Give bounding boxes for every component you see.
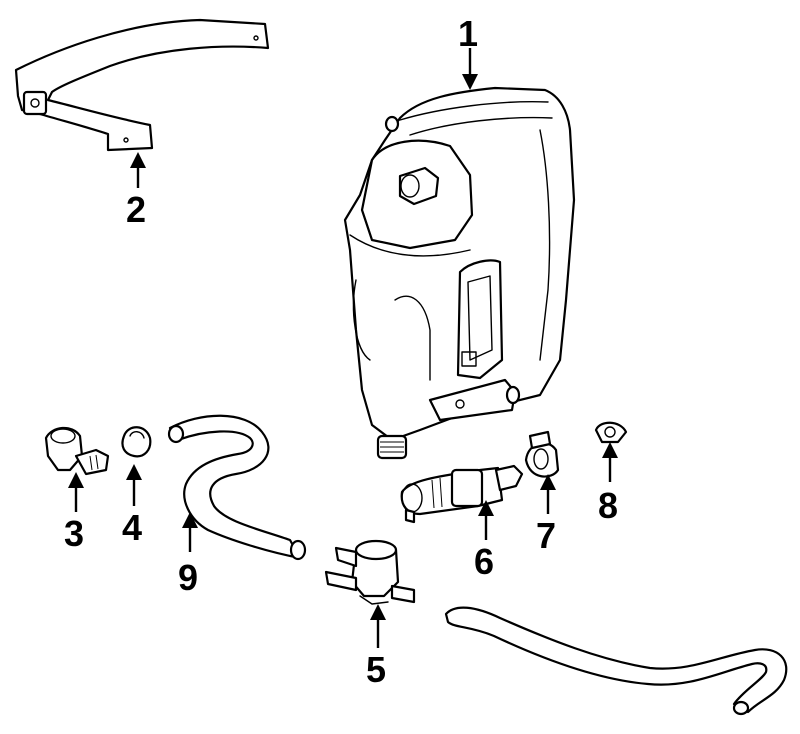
callout-6: 6 — [474, 541, 494, 582]
part-8-grommet — [594, 421, 628, 444]
callout-2: 2 — [126, 189, 146, 230]
part-6-pump — [400, 464, 524, 524]
callout-5: 5 — [366, 649, 386, 690]
callout-leaders — [68, 48, 618, 648]
callout-7: 7 — [536, 515, 556, 556]
part-1-reservoir — [343, 86, 576, 460]
part-4-clamp — [121, 426, 152, 458]
callout-8: 8 — [598, 485, 618, 526]
callout-9: 9 — [178, 557, 198, 598]
part-5-valve — [324, 539, 416, 605]
callout-4: 4 — [122, 507, 142, 548]
callout-labels: 1 2 3 4 5 6 7 8 9 — [64, 13, 618, 690]
part-9-hose — [167, 414, 307, 561]
part-3-nozzle — [44, 426, 110, 476]
part-7-clamp — [524, 430, 560, 478]
part-2-bracket — [14, 18, 270, 152]
callout-1: 1 — [458, 13, 478, 54]
callout-3: 3 — [64, 513, 84, 554]
lower-hose — [444, 606, 788, 716]
